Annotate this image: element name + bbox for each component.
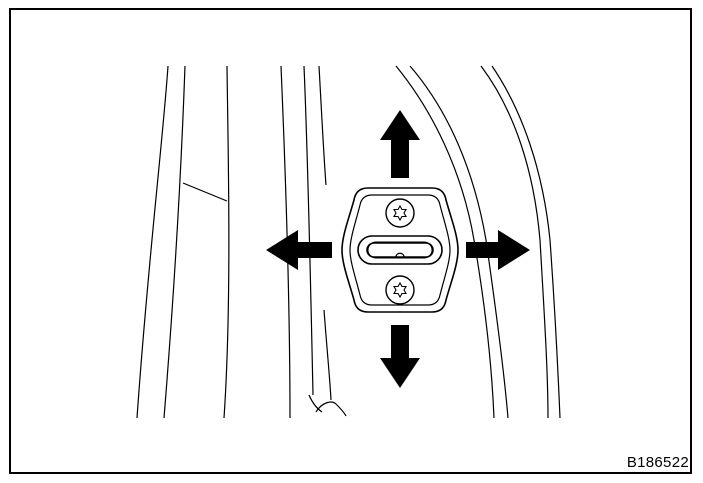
striker-inner-plate [349,194,451,306]
pillar-line-5 [303,65,314,396]
pillar-bottom-edge [308,394,323,413]
pillar-line-7 [323,309,332,401]
pillar-line-3 [223,65,230,419]
arrow-right-icon [466,230,530,270]
adjustment-arrows [266,110,530,388]
door-opening-line-1 [395,65,495,419]
pillar-line-2 [163,65,186,419]
striker-loop [357,235,443,265]
pillar-line-6 [318,65,327,186]
figure-id-label: B186522 [626,454,689,471]
door-opening-line-2 [409,65,509,419]
arrow-down-icon [380,325,420,388]
torx-screw-icon [385,275,415,305]
pillar-crease [182,182,228,202]
arrow-left-icon [266,230,332,270]
body-frame-lines [136,65,561,419]
striker-outer-plate [341,187,459,313]
torx-screw-icon [385,198,415,228]
door-lock-striker [341,187,459,313]
arrow-up-icon [380,110,420,178]
door-opening-line-4 [491,65,561,419]
seal-fold [315,401,347,417]
pillar-line-1 [136,65,169,419]
pillar-line-4 [280,65,291,419]
door-opening-line-3 [480,65,549,419]
